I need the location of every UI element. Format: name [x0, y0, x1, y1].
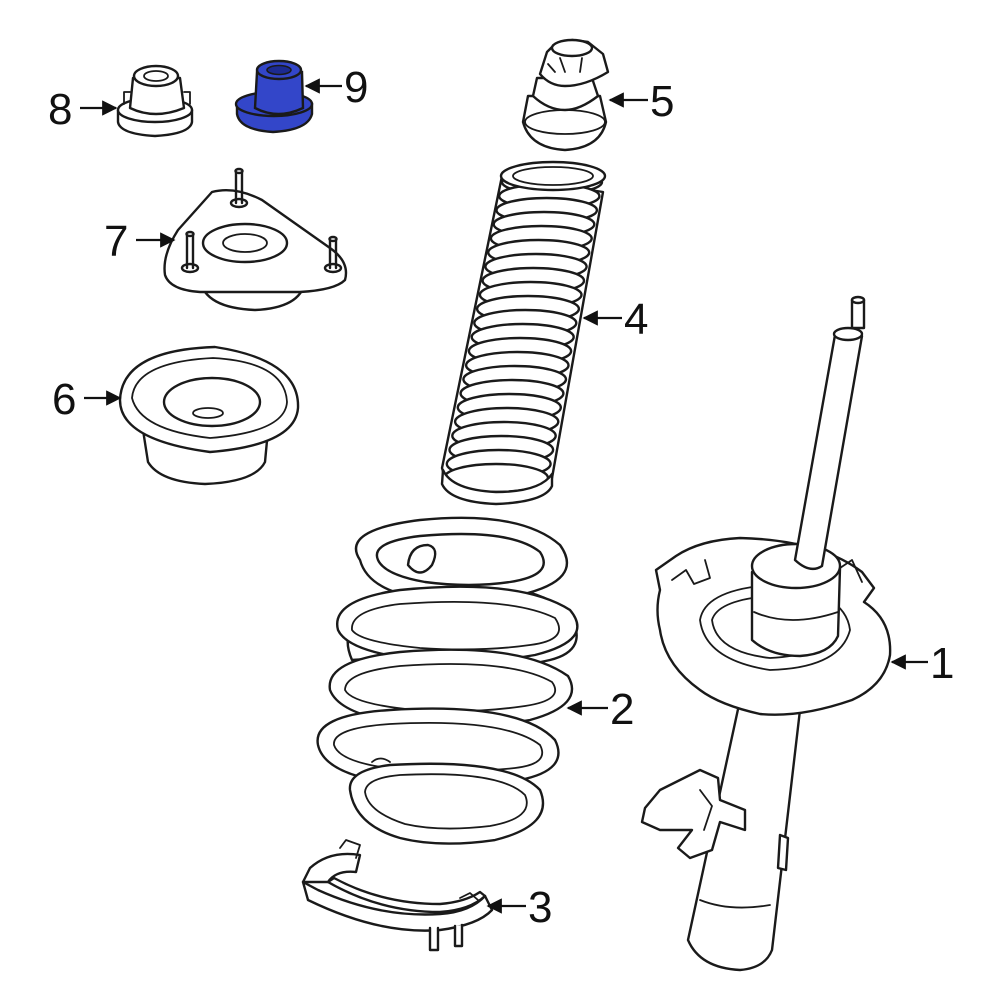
- part-8-bushing[interactable]: [116, 64, 194, 138]
- part-1-strut-assembly[interactable]: [640, 295, 892, 972]
- part-5-bump-stop[interactable]: [521, 38, 610, 152]
- callout-3: 3: [486, 883, 552, 932]
- part-2-coil-spring[interactable]: [316, 516, 579, 845]
- callout-4-label: 4: [624, 295, 648, 344]
- callout-1-label: 1: [930, 639, 954, 688]
- callout-2-label: 2: [610, 685, 634, 734]
- callout-3-label: 3: [528, 883, 552, 932]
- callout-6: 6: [52, 375, 122, 424]
- part-7-upper-mount[interactable]: [163, 167, 348, 312]
- callout-9-label: 9: [344, 63, 368, 112]
- callout-2: 2: [566, 685, 634, 734]
- callout-5-label: 5: [650, 77, 674, 126]
- boot-bottom-cuff: [440, 468, 554, 506]
- callout-7-label: 7: [104, 217, 128, 266]
- callout-6-label: 6: [52, 375, 76, 424]
- part-3-lower-spring-seat[interactable]: [301, 839, 494, 952]
- part-4-dust-boot[interactable]: [440, 160, 607, 506]
- callout-9: 9: [304, 63, 368, 112]
- callout-8-label: 8: [48, 85, 72, 134]
- callout-7: 7: [104, 217, 176, 266]
- callout-5: 5: [608, 77, 674, 126]
- callout-4: 4: [582, 295, 648, 344]
- callout-8: 8: [48, 85, 118, 134]
- part-9-bushing-highlighted[interactable]: [234, 59, 314, 134]
- part-6-spring-insulator[interactable]: [118, 345, 300, 486]
- callout-1: 1: [890, 639, 954, 688]
